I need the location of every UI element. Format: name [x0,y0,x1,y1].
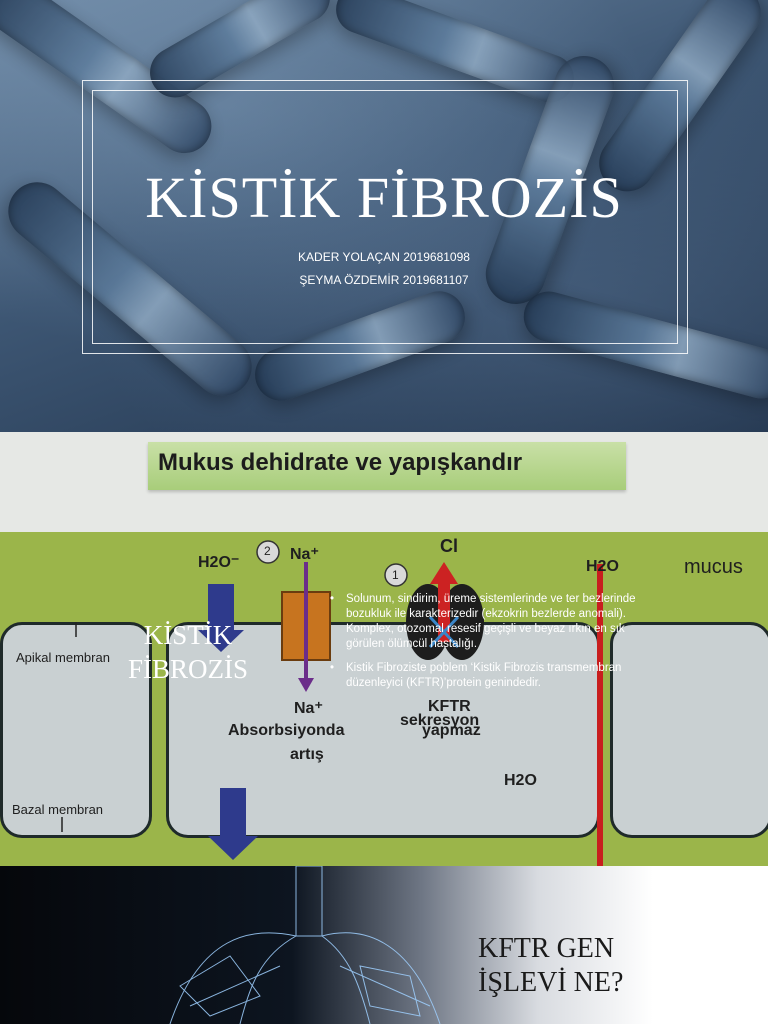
arrow-shaft [220,788,246,838]
label-step: 2 [264,544,271,558]
cell-right [610,622,768,838]
label-na: Na⁺ [290,546,319,563]
slide-kftr-gen: KFTR GEN İŞLEVİ NE? [0,866,768,1024]
slide-kistik-fibrozis: Mukus dehidrate ve yapışkandır H2O⁻ 2 [0,432,768,866]
slide-title: KİSTİK FİBROZİS KADER YOLAÇAN 2019681098… [0,0,768,432]
bullet-item: Solunum, sindirim, üreme sistemlerinde v… [330,592,660,652]
lung-right-inner [321,935,371,1024]
author-line: ŞEYMA ÖZDEMİR 2019681107 [299,273,469,287]
lung-mesh [179,955,261,1017]
na-arrow-head [298,678,314,692]
title-frame-inner [92,90,678,344]
label-na: Na⁺ [294,700,323,717]
author-line: KADER YOLAÇAN 2019681098 [298,250,470,264]
arrow-head [198,630,244,652]
step-circle [256,540,280,564]
bullet-item: Kistik Fibroziste poblem ‘Kistik Fibrozi… [330,661,660,691]
arrow-head [208,836,258,860]
lung-mesh-line [339,965,431,1007]
slide-heading-line: İŞLEVİ NE? [478,967,624,998]
slide-heading-line: KFTR GEN [478,933,615,964]
label-artis: artış [290,746,324,763]
trachea [295,866,323,937]
bullet-list: Solunum, sindirim, üreme sistemlerinde v… [330,592,660,700]
lung-left-inner [239,935,297,1024]
lung-mesh-line [189,965,281,1007]
lung-right-outline [321,932,441,1024]
step-circle [384,563,408,587]
label-h2o: H2O⁻ [198,554,240,571]
title-frame-outer [82,80,688,354]
cell-left [0,622,152,838]
label-h2o: H2O [504,772,537,789]
h2o-line [597,564,603,866]
label-mucus: mucus [684,556,743,578]
lungs-illustration [169,866,441,1024]
label-bazal: Bazal membran [12,802,104,817]
label-absorbsiyon: Absorbsiyonda [228,722,345,739]
label-kftr: KFTR [428,698,471,715]
lung-left-outline [169,932,297,1024]
label-h2o: H2O [586,558,619,575]
label-step: 1 [392,568,399,582]
slide-heading: KİSTİK FİBROZİS [127,620,249,684]
heading-box [148,442,626,490]
slide-heading: KFTR GEN İŞLEVİ NE? [478,932,678,1000]
label-apikal: Apikal membran [16,650,110,665]
label-sekresyon: sekresyon [400,712,480,729]
arrow-shaft [208,584,234,632]
cl-arrow-head [430,562,458,584]
label-yapmaz: yapmaz [422,722,481,739]
lung-mesh [359,965,421,1017]
label-cl: Cl [440,536,458,556]
slide-title-heading: KİSTİK FİBROZİS [145,165,623,230]
diagram-heading: Mukus dehidrate ve yapışkandır [158,449,523,476]
